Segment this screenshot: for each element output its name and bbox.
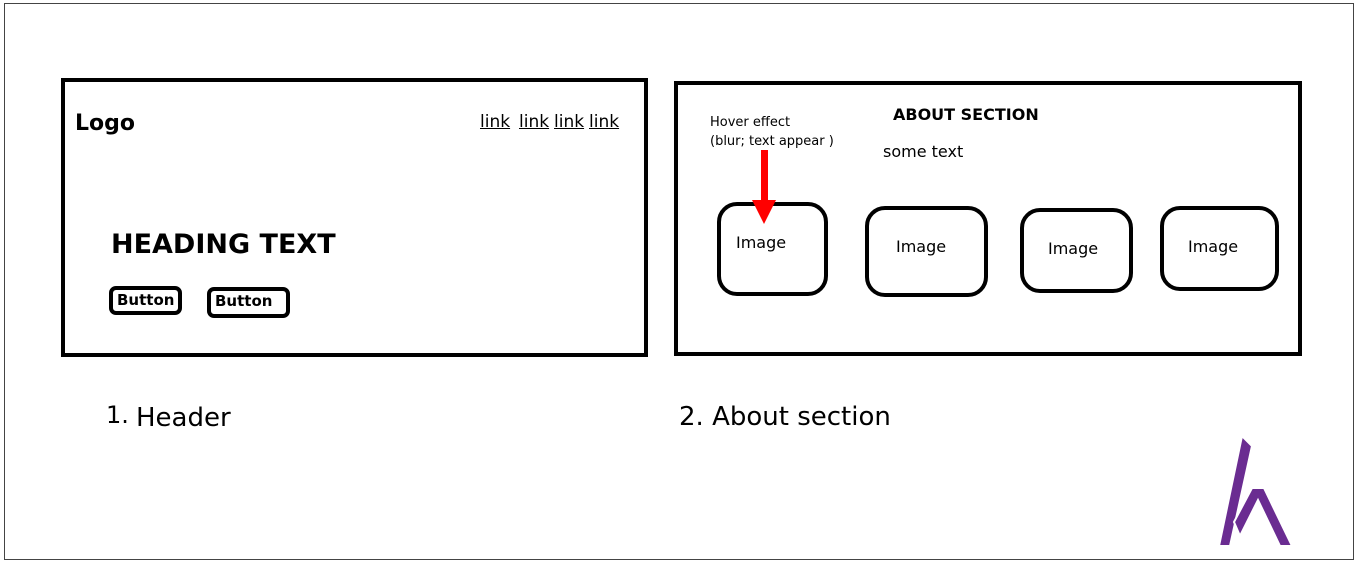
nav-link-2[interactable]: link — [519, 112, 550, 132]
hover-note: Hover effect (blur; text appear ) — [710, 113, 834, 151]
nav-link-4[interactable]: link — [589, 112, 620, 132]
heading-text: HEADING TEXT — [111, 229, 336, 260]
letter-h-logo-icon — [1217, 433, 1294, 547]
about-text: some text — [883, 142, 964, 161]
arrow-head — [752, 200, 776, 224]
image-card-label: Image — [1048, 239, 1099, 258]
image-card-2[interactable]: Image — [865, 206, 988, 297]
logo-arch — [1232, 487, 1294, 547]
arrow-shaft — [761, 150, 768, 202]
header-caption-label: Header — [136, 403, 231, 433]
image-card-3[interactable]: Image — [1020, 208, 1133, 293]
header-button-2[interactable]: Button — [207, 287, 290, 318]
page-frame — [4, 3, 1354, 560]
image-card-label: Image — [1188, 237, 1239, 256]
logo-text: Logo — [75, 111, 135, 136]
image-card-1[interactable]: Image — [717, 202, 828, 296]
hover-note-line-2: (blur; text appear ) — [710, 134, 834, 149]
header-button-1[interactable]: Button — [109, 286, 182, 315]
nav-link-3[interactable]: link — [554, 112, 585, 132]
about-title: ABOUT SECTION — [893, 105, 1039, 124]
hover-note-line-1: Hover effect — [710, 115, 791, 130]
nav-link-1[interactable]: link — [480, 112, 511, 132]
logo-stem — [1217, 433, 1254, 547]
image-card-label: Image — [736, 233, 787, 252]
about-caption: 2. About section — [679, 402, 891, 432]
header-caption-number: 1. — [106, 401, 129, 429]
image-card-4[interactable]: Image — [1160, 206, 1279, 291]
image-card-label: Image — [896, 237, 947, 256]
arrow-down-icon — [752, 150, 776, 224]
